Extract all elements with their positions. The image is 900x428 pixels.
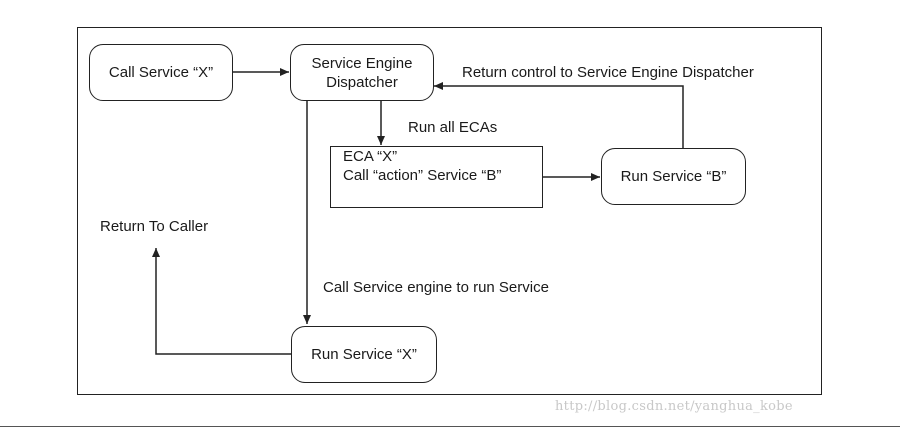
node-eca-box: ECA “X” Call “action” Service “B” xyxy=(330,146,543,208)
node-run-service-x-label: Run Service “X” xyxy=(311,346,417,363)
eca-label-line2: Call “action” Service “B” xyxy=(343,167,502,184)
dispatcher-label-line1: Service Engine xyxy=(311,54,413,72)
node-run-service-b: Run Service “B” xyxy=(601,148,746,205)
node-call-service-x-label: Call Service “X” xyxy=(108,64,214,81)
label-return-control: Return control to Service Engine Dispatc… xyxy=(462,64,754,81)
bottom-divider xyxy=(0,426,900,427)
watermark-text: http://blog.csdn.net/yanghua_kobe xyxy=(555,399,793,414)
edge-service-b-to-dispatcher xyxy=(434,82,684,148)
node-call-service-x: Call Service “X” xyxy=(89,44,233,101)
node-service-engine-dispatcher: Service Engine Dispatcher xyxy=(290,44,434,101)
eca-label-line1: ECA “X” xyxy=(343,148,398,165)
edge-service-x-to-caller xyxy=(152,248,291,355)
label-run-all-ecas: Run all ECAs xyxy=(408,119,498,136)
diagram-frame xyxy=(77,27,822,395)
label-call-engine-run: Call Service engine to run Service xyxy=(323,279,549,296)
dispatcher-label-line2: Dispatcher xyxy=(326,73,398,91)
label-return-to-caller: Return To Caller xyxy=(100,218,209,235)
node-run-service-b-label: Run Service “B” xyxy=(620,168,727,185)
node-run-service-x: Run Service “X” xyxy=(291,326,437,383)
